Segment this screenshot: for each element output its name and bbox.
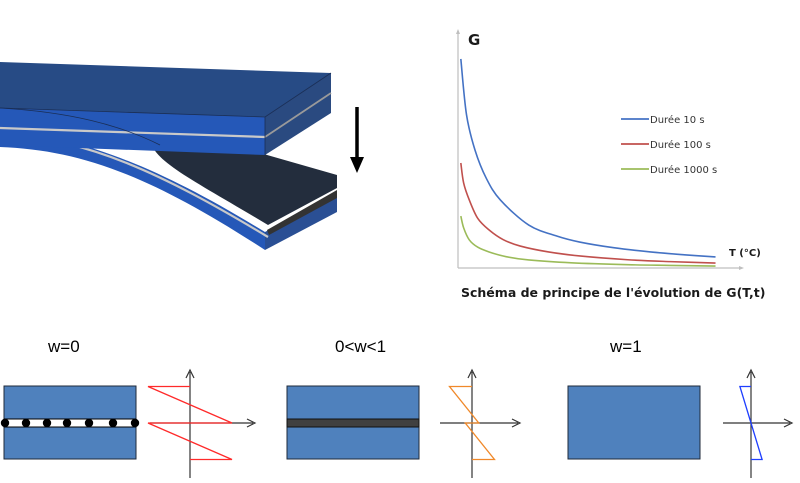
x-axis-arrow-icon: [739, 266, 744, 270]
cohesive-point: [62, 418, 72, 428]
upper-beam-interface-side: [264, 92, 332, 138]
beam-edge-lines: [0, 72, 332, 155]
legend-label-3: Durée 1000 s: [650, 164, 717, 176]
case-label: w=1: [609, 337, 642, 356]
upper-beam-interface-front: [0, 126, 266, 139]
crack-tip-line: [0, 107, 161, 146]
case-label: w=0: [47, 337, 80, 356]
lower-beam-delamination-layer: [267, 190, 337, 235]
case-w1: w=1: [567, 337, 794, 478]
down-arrow-icon: [350, 107, 364, 173]
case-label: 0<w<1: [335, 337, 386, 356]
lower-beam-top-face: [150, 137, 337, 225]
laminate-block: [567, 385, 701, 460]
cohesive-points: [0, 418, 140, 428]
series-line-1: [460, 58, 716, 258]
upper-beam-top-face: [0, 62, 331, 117]
cohesive-point: [108, 418, 118, 428]
case-partial: 0<w<1: [286, 337, 522, 478]
g-chart: G T (°C) Durée 10 s Durée 100 s Durée 1000…: [456, 29, 765, 300]
cohesive-point: [84, 418, 94, 428]
chart-legend: Durée 10 s Durée 100 s Durée 1000 s: [621, 114, 717, 176]
cohesive-point: [0, 418, 10, 428]
y-axis-label: G: [468, 31, 480, 49]
y-axis-arrow-icon: [456, 29, 460, 34]
damaged-interface-layer: [286, 418, 420, 428]
series-layer: [460, 58, 716, 267]
cohesive-point: [130, 418, 140, 428]
stress-axes: [723, 368, 794, 478]
series-line-3: [460, 215, 716, 267]
cohesive-point: [21, 418, 31, 428]
x-axis-label: T (°C): [729, 248, 761, 259]
case-w0: w=0: [0, 337, 257, 478]
beam-illustration: [0, 62, 364, 250]
legend-label-1: Durée 10 s: [650, 114, 705, 126]
stress-profile-line: [147, 385, 233, 461]
series-line-2: [460, 162, 716, 264]
legend-label-2: Durée 100 s: [650, 139, 711, 151]
cohesive-point: [42, 418, 52, 428]
chart-title: Schéma de principe de l'évolution de G(T…: [461, 285, 765, 300]
stress-profile-line: [739, 385, 763, 461]
stress-profile-line: [448, 385, 496, 461]
